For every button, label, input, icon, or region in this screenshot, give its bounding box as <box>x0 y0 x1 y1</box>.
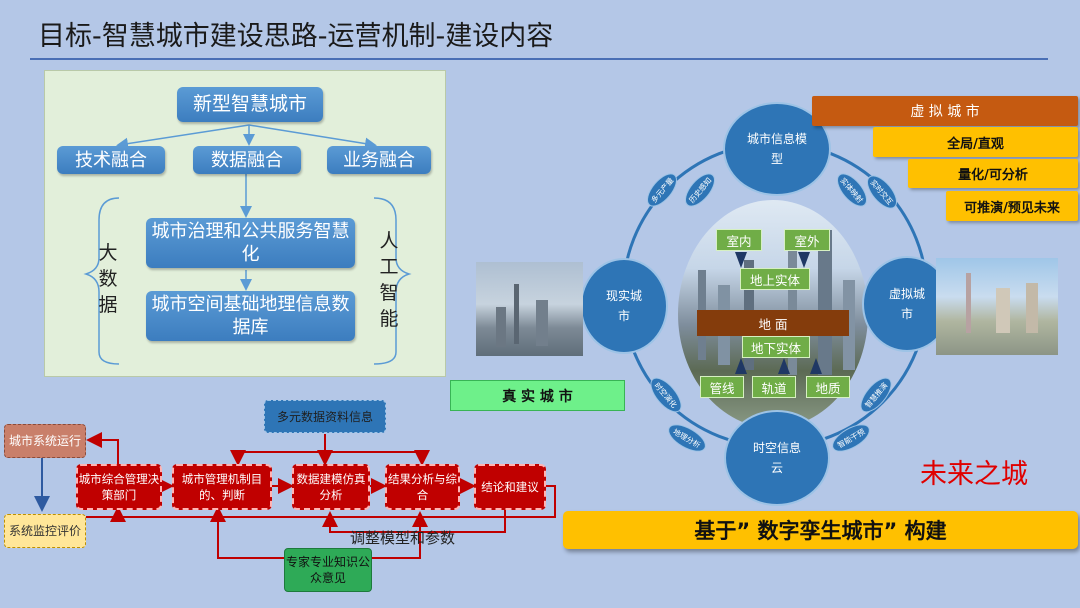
ai-label: 人 工 智 能 <box>379 230 399 330</box>
indoor-label: 室内 <box>716 229 762 251</box>
flow-connectors <box>34 432 556 559</box>
decision-dept-box: 城市综合管理决策部门 <box>76 464 162 510</box>
big-data-label: 大 数 据 <box>98 242 118 316</box>
governance-box: 城市治理和公共服务智慧化 <box>146 218 355 268</box>
conclusion-box: 结论和建议 <box>474 464 546 510</box>
future-city-text: 未来之城 <box>920 459 1028 490</box>
global-intuitive-tag: 全局/直观 <box>873 127 1078 157</box>
page-title: 目标-智慧城市建设思路-运营机制-建设内容 <box>38 21 554 52</box>
city-system-operation-box: 城市系统运行 <box>4 424 86 458</box>
business-fusion-box: 业务融合 <box>327 146 431 174</box>
virtual-city-photo <box>936 258 1058 355</box>
title-underline <box>30 58 1048 60</box>
multi-source-data-box: 多元数据资料信息 <box>264 400 386 433</box>
outdoor-label: 室外 <box>784 229 830 251</box>
digital-twin-banner: 基于” 数字孪生城市” 构建 <box>563 511 1078 549</box>
geo-database-box: 城市空间基础地理信息数据库 <box>146 291 355 341</box>
adjust-model-label: 调整模型和参数 <box>350 529 456 547</box>
predictable-tag: 可推演/预见未来 <box>946 191 1078 221</box>
real-city-node: 现实城市 <box>580 258 668 354</box>
result-analysis-box: 结果分析与综合 <box>385 464 460 510</box>
new-smart-city-box: 新型智慧城市 <box>177 87 323 122</box>
data-modeling-box: 数据建模仿真分析 <box>292 464 370 510</box>
above-ground-label: 地上实体 <box>740 268 810 290</box>
real-city-photo <box>476 262 583 356</box>
tech-fusion-box: 技术融合 <box>57 146 165 174</box>
geology-label: 地质 <box>806 376 850 398</box>
pipeline-label: 管线 <box>700 376 744 398</box>
rail-label: 轨道 <box>752 376 796 398</box>
framework-connectors <box>83 124 412 365</box>
quantifiable-tag: 量化/可分析 <box>908 159 1078 188</box>
twin-pointers <box>735 252 822 374</box>
expert-knowledge-box: 专家专业知识公众意见 <box>284 548 372 592</box>
underground-label: 地下实体 <box>742 336 810 358</box>
spatiotemporal-cloud-node: 时空信息云 <box>724 410 830 506</box>
real-city-label: 真 实 城 市 <box>450 380 625 411</box>
system-monitoring-box: 系统监控评价 <box>4 514 86 548</box>
ground-layer: 地 面 <box>697 310 849 336</box>
virtual-city-tag: 虚 拟 城 市 <box>812 96 1078 126</box>
data-fusion-box: 数据融合 <box>193 146 301 174</box>
management-mechanism-box: 城市管理机制目的、判断 <box>172 464 272 510</box>
